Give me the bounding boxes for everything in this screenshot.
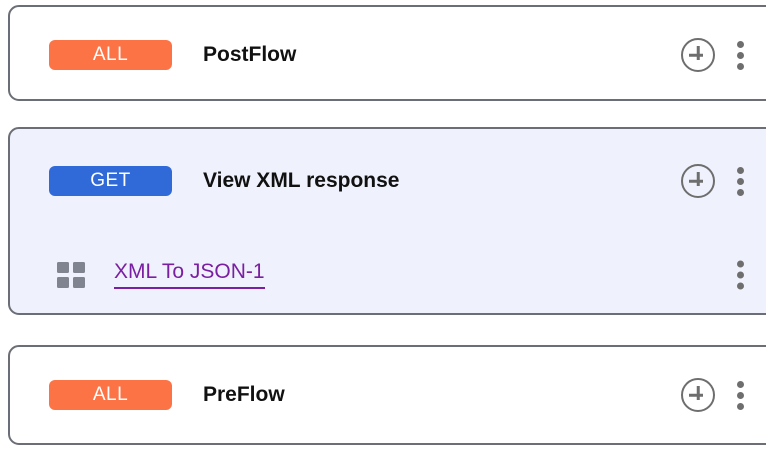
flow-row-view-xml-response[interactable]: GET View XML response (10, 129, 766, 233)
flow-title: View XML response (203, 169, 400, 192)
kebab-dot (737, 391, 744, 399)
method-badge-all: ALL (49, 380, 172, 410)
method-badge-get: GET (49, 166, 172, 196)
flow-row-postflow[interactable]: ALL PostFlow (10, 7, 766, 103)
more-options-icon[interactable] (737, 260, 744, 290)
flow-card-preflow[interactable]: ALL PreFlow (8, 345, 766, 445)
kebab-dot (737, 40, 744, 48)
flow-title: PostFlow (203, 43, 297, 66)
kebab-dot (737, 51, 744, 59)
row-actions (681, 164, 744, 198)
flow-row-preflow[interactable]: ALL PreFlow (10, 347, 766, 443)
more-options-icon[interactable] (737, 380, 744, 410)
method-badge-all: ALL (49, 40, 172, 70)
flow-card-postflow[interactable]: ALL PostFlow (8, 5, 766, 101)
kebab-dot (737, 166, 744, 174)
step-actions (737, 260, 744, 290)
kebab-dot (737, 402, 744, 410)
grid-square (57, 262, 69, 273)
kebab-dot (737, 260, 744, 268)
kebab-dot (737, 271, 744, 279)
add-step-icon[interactable] (681, 378, 715, 412)
flow-card-view-xml-response[interactable]: GET View XML response XML To JSON-1 (8, 127, 766, 315)
kebab-dot (737, 282, 744, 290)
kebab-dot (737, 62, 744, 70)
policy-link-xml-to-json-1[interactable]: XML To JSON-1 (114, 261, 265, 289)
more-options-icon[interactable] (737, 166, 744, 196)
row-actions (681, 38, 744, 72)
add-step-icon[interactable] (681, 164, 715, 198)
policy-grid-icon (57, 262, 85, 288)
grid-square (73, 277, 85, 288)
add-step-icon[interactable] (681, 38, 715, 72)
row-actions (681, 378, 744, 412)
grid-square (73, 262, 85, 273)
grid-square (57, 277, 69, 288)
kebab-dot (737, 177, 744, 185)
kebab-dot (737, 188, 744, 196)
more-options-icon[interactable] (737, 40, 744, 70)
flow-title: PreFlow (203, 383, 285, 406)
kebab-dot (737, 380, 744, 388)
flow-step-row[interactable]: XML To JSON-1 (10, 233, 766, 317)
